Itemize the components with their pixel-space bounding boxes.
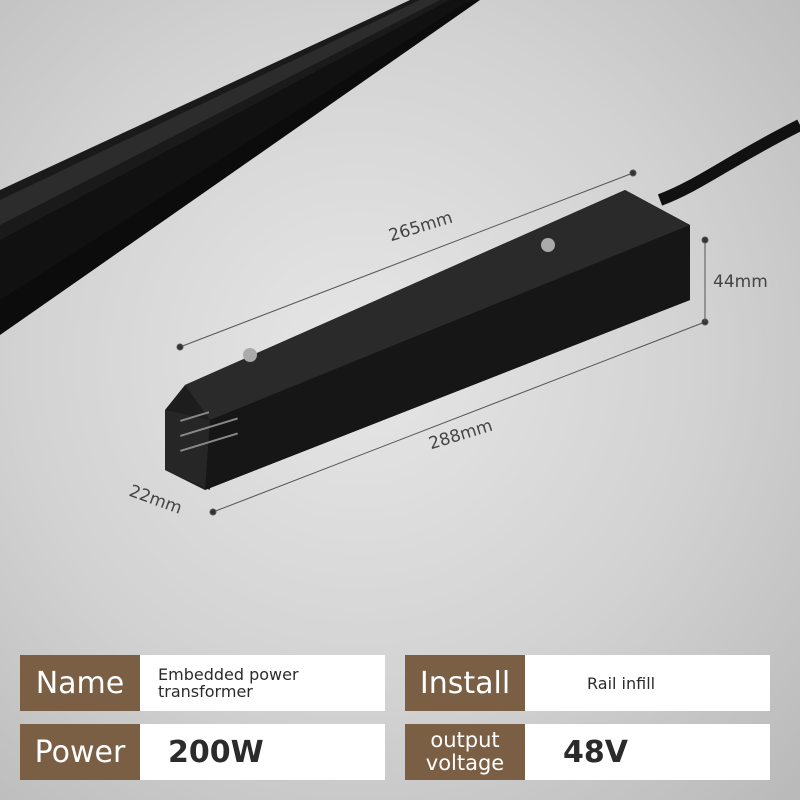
mounting-screw: [243, 348, 257, 362]
name-value: Embedded power transformer: [140, 655, 385, 711]
install-label: Install: [405, 655, 525, 711]
voltage-value: 48V: [525, 724, 770, 780]
mounting-screw: [541, 238, 555, 252]
voltage-label-line2: voltage: [425, 751, 505, 775]
track-rail: [0, 0, 480, 335]
name-value-line2: transformer: [158, 682, 253, 701]
voltage-label: output voltage: [405, 724, 525, 780]
power-label: Power: [20, 724, 140, 780]
transformer-body: [165, 190, 690, 490]
voltage-label-line1: output: [430, 728, 500, 752]
power-cable: [657, 119, 800, 206]
dimension-height: 44mm: [713, 272, 768, 292]
name-value-line1: Embedded power: [158, 665, 299, 684]
dimension-lines: [176, 169, 709, 516]
power-value: 200W: [140, 724, 385, 780]
install-value: Rail infill: [525, 655, 770, 711]
name-label: Name: [20, 655, 140, 711]
